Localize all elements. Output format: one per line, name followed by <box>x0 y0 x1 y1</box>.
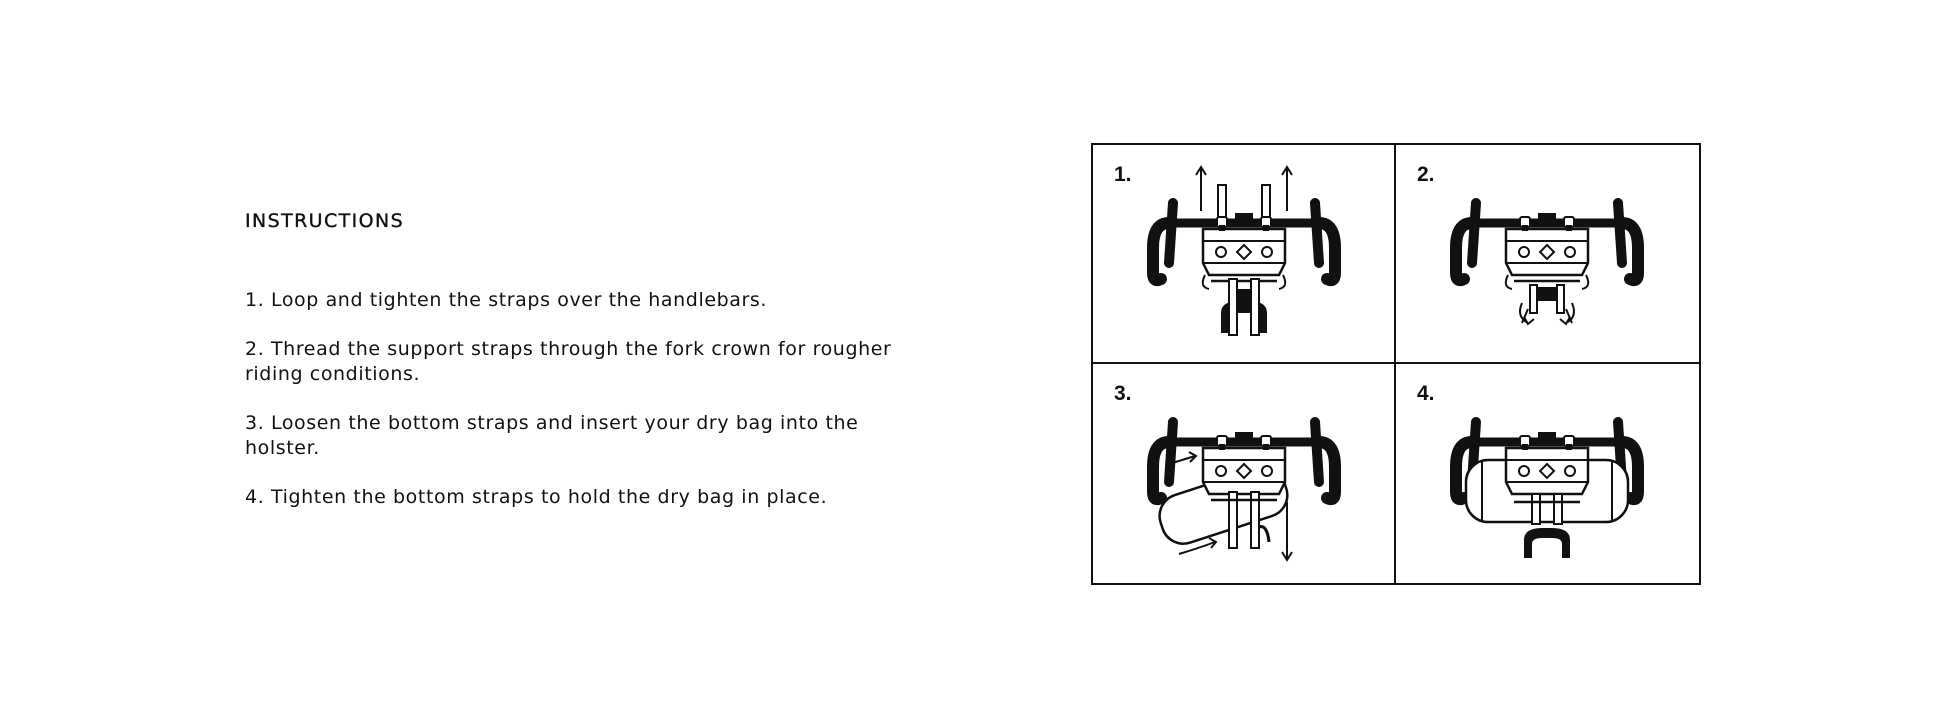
instructions-section: INSTRUCTIONS 1. Loop and tighten the str… <box>245 210 905 534</box>
panel-number: 4. <box>1417 382 1435 405</box>
diagram-panel-1: 1. <box>1093 145 1396 364</box>
handlebar-straps-pull-up-icon <box>1139 165 1349 336</box>
diagram-panel-2: 2. <box>1396 145 1699 364</box>
instruction-step: 2. Thread the support straps through the… <box>245 338 892 385</box>
diagram-panel-4: 4. <box>1396 364 1699 583</box>
panel-number: 3. <box>1114 382 1132 405</box>
instructions-heading: INSTRUCTIONS <box>245 210 405 232</box>
insert-dry-bag-icon <box>1139 382 1349 562</box>
panel-number: 1. <box>1114 163 1132 186</box>
panel-number: 2. <box>1417 163 1435 186</box>
diagram-panel-3: 3. <box>1093 364 1396 583</box>
instructions-list: 1. Loop and tighten the straps over the … <box>245 288 905 510</box>
instruction-step: 4. Tighten the bottom straps to hold the… <box>245 486 828 508</box>
dry-bag-secured-icon <box>1442 382 1652 558</box>
instruction-step: 3. Loosen the bottom straps and insert y… <box>245 412 859 459</box>
fork-crown-strap-icon <box>1442 163 1652 326</box>
instruction-step: 1. Loop and tighten the straps over the … <box>245 289 768 311</box>
instruction-diagram-grid: 1. 2. <box>1091 143 1701 585</box>
